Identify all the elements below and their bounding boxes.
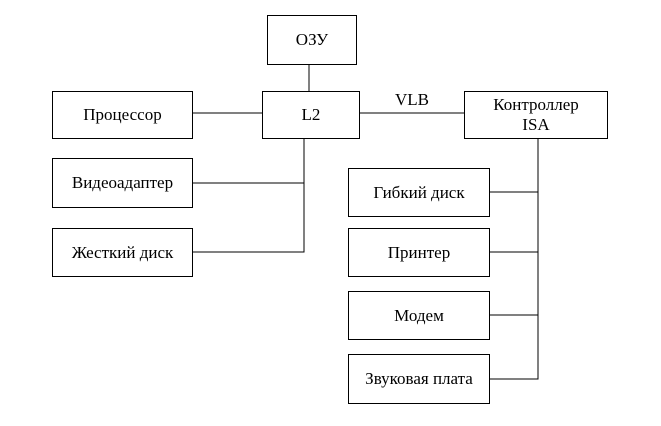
bus-label-vlb: VLB: [395, 90, 429, 109]
node-isa-controller-label: Контроллер ISA: [493, 95, 579, 134]
node-modem-label: Модем: [394, 305, 444, 325]
node-hdd-label: Жесткий диск: [71, 242, 174, 262]
node-l2-label: L2: [301, 105, 321, 124]
node-ram: ОЗУ: [267, 15, 357, 65]
node-ram-label: ОЗУ: [295, 30, 329, 49]
edge-l2-video-hdd: [193, 139, 305, 253]
node-hdd: Жесткий диск: [52, 228, 193, 277]
node-cpu-label: Процессор: [83, 105, 162, 124]
node-isa-controller: Контроллер ISA: [464, 91, 608, 139]
node-video: Видеоадаптер: [52, 158, 193, 208]
node-floppy-label: Гибкий диск: [373, 182, 465, 202]
node-video-label: Видеоадаптер: [71, 173, 174, 192]
node-cpu: Процессор: [52, 91, 193, 139]
node-sound-label: Звуковая плата: [365, 369, 473, 388]
node-printer: Принтер: [348, 228, 490, 277]
edge-isa-bus: [490, 139, 539, 380]
node-floppy: Гибкий диск: [348, 168, 490, 217]
node-printer-label: Принтер: [387, 242, 451, 262]
node-l2: L2: [262, 91, 360, 139]
node-sound: Звуковая плата: [348, 354, 490, 404]
node-modem: Модем: [348, 291, 490, 340]
